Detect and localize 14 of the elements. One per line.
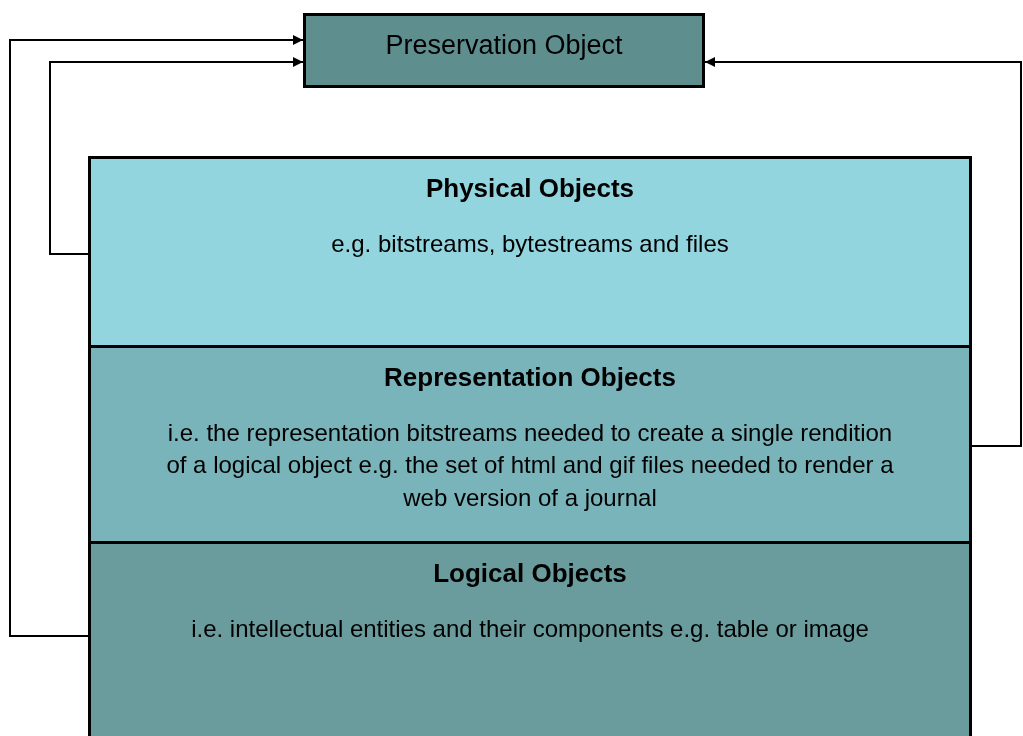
band-description: i.e. intellectual entities and their components e.g. table or image xyxy=(190,614,870,644)
preservation-object-box xyxy=(303,13,705,88)
logical-objects-band xyxy=(88,541,972,736)
arrow xyxy=(704,57,1022,447)
representation-objects-band xyxy=(88,345,972,544)
physical-objects-band xyxy=(88,156,972,348)
arrow xyxy=(49,57,304,255)
arrow xyxy=(9,35,304,637)
band-heading: Representation Objects xyxy=(384,362,676,393)
node-label: Preservation Object xyxy=(385,30,623,61)
band-heading: Physical Objects xyxy=(425,173,635,204)
band-description: i.e. the representation bitstreams needed to create a single rendition of a logical object e.g. the set of html and gif files needed to render a web version of a journal xyxy=(165,418,895,513)
band-heading: Logical Objects xyxy=(433,558,627,589)
band-description: e.g. bitstreams, bytestreams and files xyxy=(330,229,730,259)
